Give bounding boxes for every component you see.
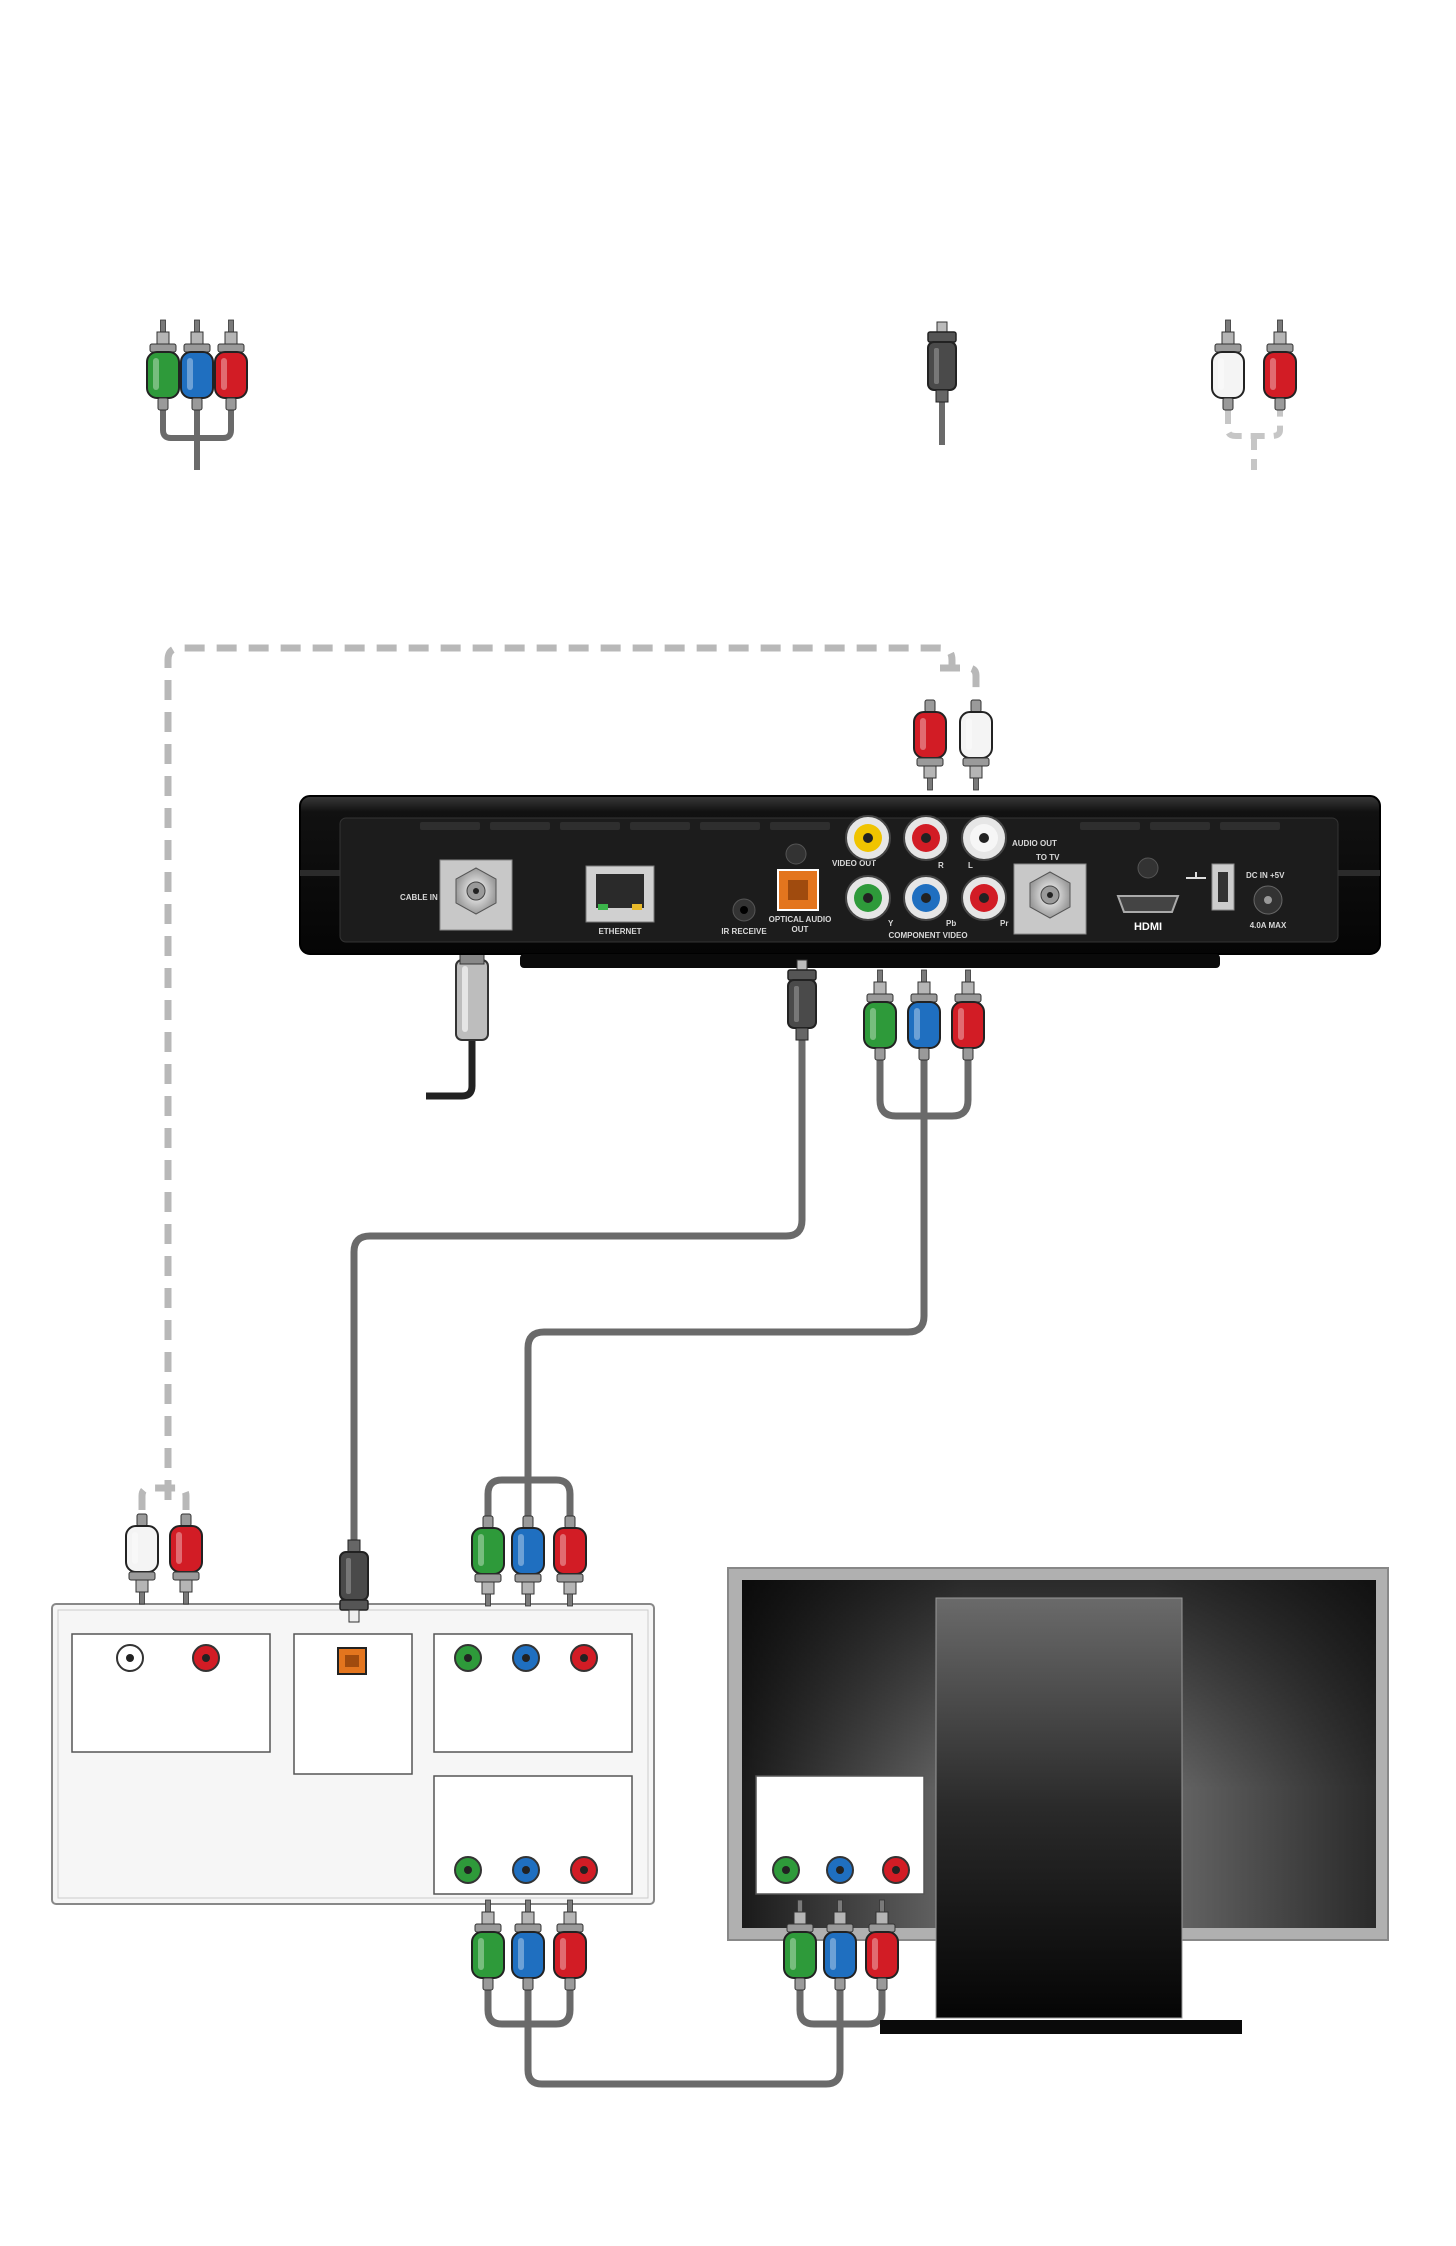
component-video-label: COMPONENT VIDEO (888, 931, 967, 940)
component-plugs-at-tv (784, 1900, 898, 1990)
dc-in-label: DC IN +5V (1246, 871, 1285, 880)
set-top-box: CABLE IN ETHERNET IR RECEIVE OPTICAL AUD… (300, 796, 1380, 968)
optical-plug-at-box (788, 960, 816, 1040)
optical-audio-cable (354, 1040, 802, 1540)
coax-cable (426, 948, 488, 1096)
av-receiver (52, 1604, 654, 1904)
dc-in-port[interactable] (1254, 886, 1282, 914)
ir-receive-label: IR RECEIVE (721, 927, 767, 936)
audio-plugs-into-box (914, 700, 992, 790)
component-video-cable-box-to-receiver (488, 1040, 968, 1540)
optical-audio-cable-icon (928, 322, 956, 445)
receiver-component-in-panel (434, 1634, 632, 1752)
optical-out-label-2: OUT (792, 925, 809, 934)
audio-out-left-jack[interactable] (962, 816, 1006, 860)
aux-jack[interactable] (1138, 858, 1158, 878)
audio-r-label: R (938, 861, 944, 870)
component-pr-jack[interactable] (962, 876, 1006, 920)
comp-y-label: Y (888, 919, 894, 928)
max-current-label: 4.0A MAX (1250, 921, 1287, 930)
optical-audio-out-port[interactable] (778, 870, 818, 910)
audio-plugs-into-receiver (126, 1514, 202, 1604)
hdmi-port[interactable] (1118, 896, 1178, 912)
usb-port[interactable] (1212, 864, 1234, 910)
comp-pr-label: Pr (1000, 919, 1008, 928)
analog-audio-cable-icon (1212, 320, 1296, 470)
ethernet-label: ETHERNET (598, 927, 641, 936)
composite-video-out-jack[interactable] (846, 816, 890, 860)
component-video-cable-icon (147, 320, 247, 470)
cable-in-port[interactable] (440, 860, 512, 930)
analog-audio-dashed-cable (142, 648, 976, 1510)
audio-out-label: AUDIO OUT (1012, 839, 1057, 848)
receiver-component-out-panel (434, 1776, 632, 1894)
to-tv-label: TO TV (1036, 853, 1060, 862)
audio-l-label: L (968, 861, 973, 870)
component-plugs-at-box (864, 970, 984, 1060)
receiver-audio-in-panel (72, 1634, 270, 1752)
component-pb-jack[interactable] (904, 876, 948, 920)
receiver-optical-in-panel (294, 1634, 412, 1774)
hdmi-label: HDMI (1134, 921, 1162, 933)
cable-in-label: CABLE IN (400, 893, 438, 902)
ir-receive-port[interactable] (733, 899, 755, 921)
component-y-jack[interactable] (846, 876, 890, 920)
component-video-cable-receiver-to-tv (488, 1960, 882, 2084)
tv-component-in-panel (756, 1776, 924, 1894)
component-plugs-into-receiver (472, 1516, 586, 1606)
audio-out-right-jack[interactable] (904, 816, 948, 860)
ethernet-port[interactable] (586, 866, 654, 922)
comp-pb-label: Pb (946, 919, 956, 928)
to-tv-port[interactable] (1014, 864, 1086, 934)
component-plugs-at-receiver-out (472, 1900, 586, 1990)
optical-out-label-1: OPTICAL AUDIO (769, 915, 832, 924)
optical-plug-into-receiver (340, 1540, 368, 1622)
